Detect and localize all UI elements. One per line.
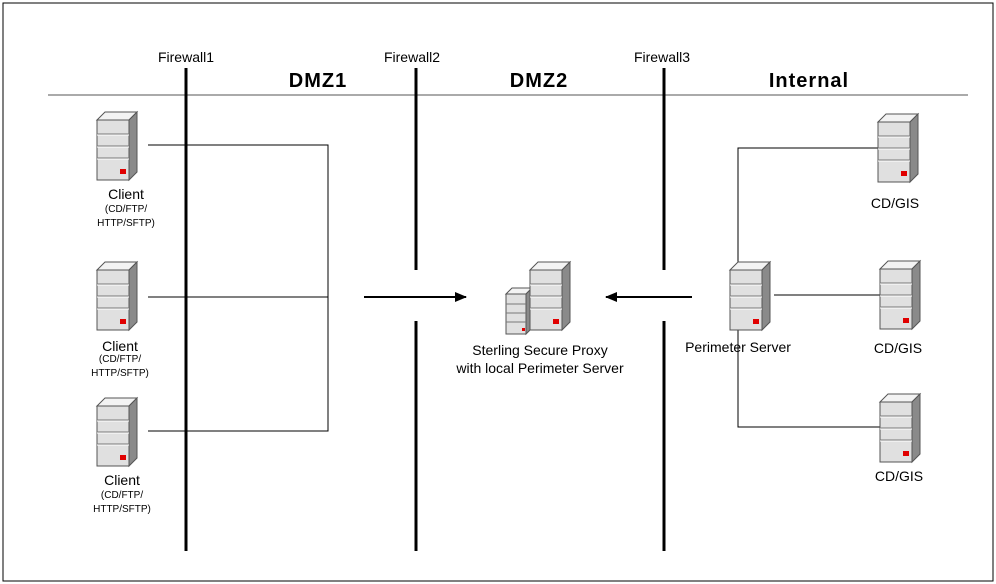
client3-protocols-line2: HTTP/SFTP) xyxy=(93,504,151,515)
client1-connector xyxy=(148,144,329,268)
client1-protocols-line1: (CD/FTP/ xyxy=(105,204,147,215)
proxy-server-icon xyxy=(505,261,571,335)
backend2-label: CD/GIS xyxy=(874,340,922,356)
client1-server-icon xyxy=(96,111,138,181)
client3-connector xyxy=(148,268,329,432)
zone-dmz2-label: DMZ2 xyxy=(510,70,568,92)
backend2-server-icon xyxy=(879,260,921,330)
perimeter-server-icon xyxy=(729,261,771,331)
proxy-label-line2: with local Perimeter Server xyxy=(455,360,624,376)
backend1-label: CD/GIS xyxy=(871,195,919,211)
zone-dmz1-label: DMZ1 xyxy=(289,70,347,92)
client3-protocols-line1: (CD/FTP/ xyxy=(101,490,143,501)
perimeter-server-label: Perimeter Server xyxy=(685,339,791,355)
backend3-label: CD/GIS xyxy=(875,468,923,484)
perimeter-to-backend3-connector xyxy=(737,330,880,428)
client2-protocols-line2: HTTP/SFTP) xyxy=(91,368,149,379)
client2-protocols-line1: (CD/FTP/ xyxy=(99,354,141,365)
firewall1-label: Firewall1 xyxy=(158,49,214,65)
client2-server-icon xyxy=(96,261,138,331)
client3-title: Client xyxy=(104,472,140,488)
backend1-server-icon xyxy=(877,113,919,183)
firewall2-label: Firewall2 xyxy=(384,49,440,65)
client3-server-icon xyxy=(96,397,138,467)
client2-title: Client xyxy=(102,338,138,354)
zone-internal-label: Internal xyxy=(769,70,849,92)
backend3-server-icon xyxy=(879,393,921,463)
proxy-label-line1: Sterling Secure Proxy xyxy=(472,342,607,358)
client1-title: Client xyxy=(108,186,144,202)
perimeter-to-backend1-connector xyxy=(737,147,878,263)
client1-protocols-line2: HTTP/SFTP) xyxy=(97,218,155,229)
firewall3-label: Firewall3 xyxy=(634,49,690,65)
